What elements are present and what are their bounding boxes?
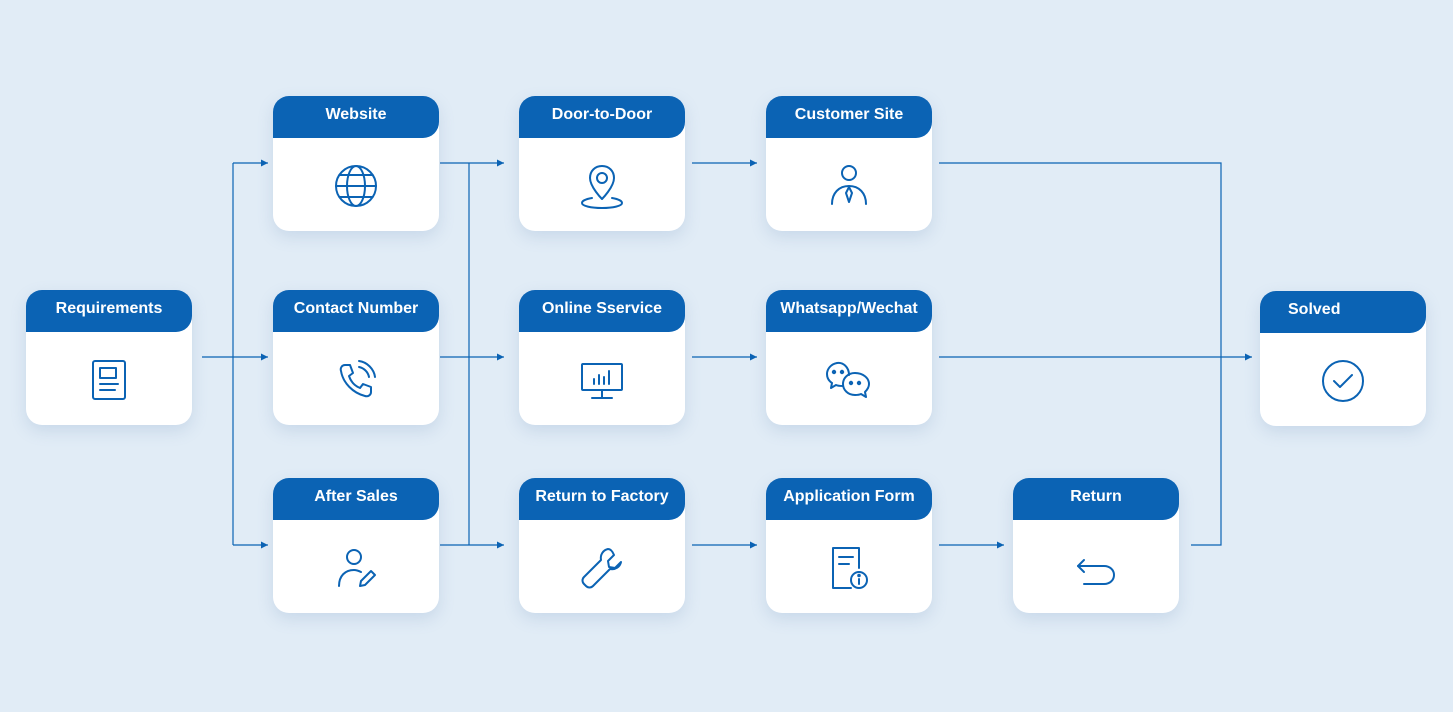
door-to-door-card[interactable]: Door-to-Door	[519, 96, 685, 231]
online-service-card[interactable]: Online Sservice	[519, 290, 685, 425]
location-pin-icon	[578, 162, 626, 210]
solved-title: Solved	[1260, 291, 1426, 333]
online-service-title: Online Sservice	[519, 290, 685, 332]
website-card[interactable]: Website	[273, 96, 439, 231]
connector-line	[1191, 357, 1222, 546]
user-edit-icon	[332, 544, 380, 592]
contact-number-title: Contact Number	[273, 290, 439, 332]
application-form-card[interactable]: Application Form	[766, 478, 932, 613]
connector-line	[939, 162, 1222, 357]
requirements-title: Requirements	[26, 290, 192, 332]
return-title: Return	[1013, 478, 1179, 520]
return-to-factory-title: Return to Factory	[519, 478, 685, 520]
whatsapp-wechat-card[interactable]: Whatsapp/Wechat	[766, 290, 932, 425]
after-sales-card[interactable]: After Sales	[273, 478, 439, 613]
check-circle-icon	[1319, 357, 1367, 405]
phone-call-icon	[332, 356, 380, 404]
after-sales-title: After Sales	[273, 478, 439, 520]
globe-icon	[332, 162, 380, 210]
return-arrow-icon	[1072, 544, 1120, 592]
customer-site-title: Customer Site	[766, 96, 932, 138]
return-card[interactable]: Return	[1013, 478, 1179, 613]
chat-bubbles-icon	[825, 356, 873, 404]
contact-number-card[interactable]: Contact Number	[273, 290, 439, 425]
customer-site-card[interactable]: Customer Site	[766, 96, 932, 231]
requirements-card[interactable]: Requirements	[26, 290, 192, 425]
whatsapp-wechat-title: Whatsapp/Wechat	[766, 290, 932, 332]
form-info-icon	[825, 544, 873, 592]
website-title: Website	[273, 96, 439, 138]
solved-card[interactable]: Solved	[1260, 291, 1426, 426]
person-tie-icon	[825, 162, 873, 210]
return-to-factory-card[interactable]: Return to Factory	[519, 478, 685, 613]
application-form-title: Application Form	[766, 478, 932, 520]
document-icon	[85, 356, 133, 404]
wrench-icon	[578, 544, 626, 592]
door-to-door-title: Door-to-Door	[519, 96, 685, 138]
monitor-chart-icon	[578, 356, 626, 404]
